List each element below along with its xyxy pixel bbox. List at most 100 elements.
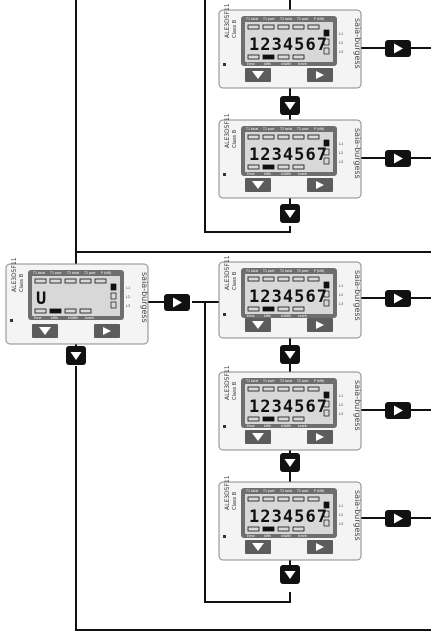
top-label: P (kW) xyxy=(314,379,324,383)
right-loop-line xyxy=(204,302,291,603)
indicator-box xyxy=(307,276,320,282)
phase-label: L1 xyxy=(339,504,343,508)
bottom-label: kvarh xyxy=(298,534,307,538)
phase-label: L2 xyxy=(339,403,343,407)
indicator-box xyxy=(247,276,260,282)
phase-indicator xyxy=(323,157,330,165)
bottom-label: kVARh xyxy=(281,314,291,318)
phase-label: L3 xyxy=(126,304,130,308)
next-arrow-icon[interactable] xyxy=(385,40,411,57)
indicator-box xyxy=(64,308,77,314)
indicator-box xyxy=(277,276,290,282)
meter-class: Class B xyxy=(232,19,238,38)
indicator-box xyxy=(277,164,290,170)
led-icon xyxy=(223,313,226,316)
next-arrow-icon[interactable] xyxy=(164,294,190,311)
meter-right-button[interactable] xyxy=(307,178,333,192)
top-label: T1 part xyxy=(49,271,62,275)
bottom-label: Error xyxy=(247,62,255,66)
phase-label: L1 xyxy=(339,284,343,288)
bottom-label: kWh xyxy=(264,172,271,176)
next-arrow-icon[interactable] xyxy=(385,402,411,419)
meter-down-button[interactable] xyxy=(245,430,271,444)
phase-label: L3 xyxy=(339,522,343,526)
lcd-digits: 1234567 xyxy=(249,507,327,527)
meter-down-button[interactable] xyxy=(245,540,271,554)
indicator-box xyxy=(247,54,260,60)
indicator-box xyxy=(262,306,275,312)
indicator-box xyxy=(307,496,320,502)
indicator-box xyxy=(292,134,305,140)
bottom-label: kvarh xyxy=(298,172,307,176)
indicator-box xyxy=(262,24,275,30)
top-label: P (kW) xyxy=(314,17,324,21)
phase-label: L2 xyxy=(126,295,130,299)
meter-down-button[interactable] xyxy=(245,68,271,82)
next-arrow-icon[interactable] xyxy=(385,510,411,527)
indicator-box xyxy=(262,416,275,422)
phase-label: L3 xyxy=(339,50,343,54)
down-arrow-icon[interactable] xyxy=(280,96,300,115)
phase-label: L2 xyxy=(339,41,343,45)
top-label: T1 part xyxy=(262,17,275,21)
meter-model: ALE3D5F11 xyxy=(224,475,231,510)
down-arrow-icon[interactable] xyxy=(280,204,300,223)
down-arrow-icon[interactable] xyxy=(66,346,86,365)
top-label: T1 part xyxy=(262,489,275,493)
meter-model: ALE3D5F11 xyxy=(224,255,231,290)
indicator-box xyxy=(292,164,305,170)
lcd-digits: 1234567 xyxy=(249,35,327,55)
phase-label: L1 xyxy=(339,394,343,398)
meter-right-button[interactable] xyxy=(307,540,333,554)
next-arrow-icon[interactable] xyxy=(385,290,411,307)
led-icon xyxy=(223,425,226,428)
next-arrow-icon[interactable] xyxy=(385,150,411,167)
bottom-label: kVARh xyxy=(281,424,291,428)
meter-class: Class B xyxy=(232,271,238,290)
indicator-box xyxy=(247,134,260,140)
bottom-label: Error xyxy=(247,534,255,538)
meter-right-button[interactable] xyxy=(307,68,333,82)
indicator-box xyxy=(277,496,290,502)
phase-indicator xyxy=(323,299,330,307)
top-label: T2 part xyxy=(296,489,309,493)
bottom-return-line xyxy=(75,366,431,631)
indicator-box xyxy=(262,496,275,502)
indicator-box xyxy=(277,386,290,392)
indicator-box xyxy=(247,496,260,502)
meter-model: ALE3D5F11 xyxy=(224,113,231,148)
phase-label: L2 xyxy=(339,151,343,155)
indicator-box xyxy=(277,54,290,60)
down-arrow-icon[interactable] xyxy=(280,345,300,364)
meter-brand: saia-burgess xyxy=(353,380,362,431)
phase-label: L1 xyxy=(339,142,343,146)
phase-indicator xyxy=(110,283,117,291)
led-icon xyxy=(223,535,226,538)
top-label: P (kW) xyxy=(314,127,324,131)
meter-down-button[interactable] xyxy=(32,324,58,338)
indicator-box xyxy=(49,308,62,314)
meter-class: Class B xyxy=(19,273,25,292)
phase-indicator xyxy=(323,148,330,156)
meter-model: ALE3D5F11 xyxy=(224,365,231,400)
bottom-label: kvarh xyxy=(85,316,94,320)
indicator-box xyxy=(292,306,305,312)
down-arrow-icon[interactable] xyxy=(280,453,300,472)
indicator-box xyxy=(307,134,320,140)
phase-indicator xyxy=(323,501,330,509)
lcd-digits: 1234567 xyxy=(249,145,327,165)
meter-down-button[interactable] xyxy=(245,178,271,192)
top-label: T2 part xyxy=(296,17,309,21)
phase-label: L3 xyxy=(339,302,343,306)
meter-right-button[interactable] xyxy=(307,430,333,444)
bottom-label: kWh xyxy=(264,534,271,538)
meter-down-button[interactable] xyxy=(245,318,271,332)
down-arrow-icon[interactable] xyxy=(280,565,300,584)
meter-right-button[interactable] xyxy=(307,318,333,332)
indicator-box xyxy=(262,386,275,392)
indicator-box xyxy=(277,24,290,30)
meter-right-button[interactable] xyxy=(94,324,120,338)
